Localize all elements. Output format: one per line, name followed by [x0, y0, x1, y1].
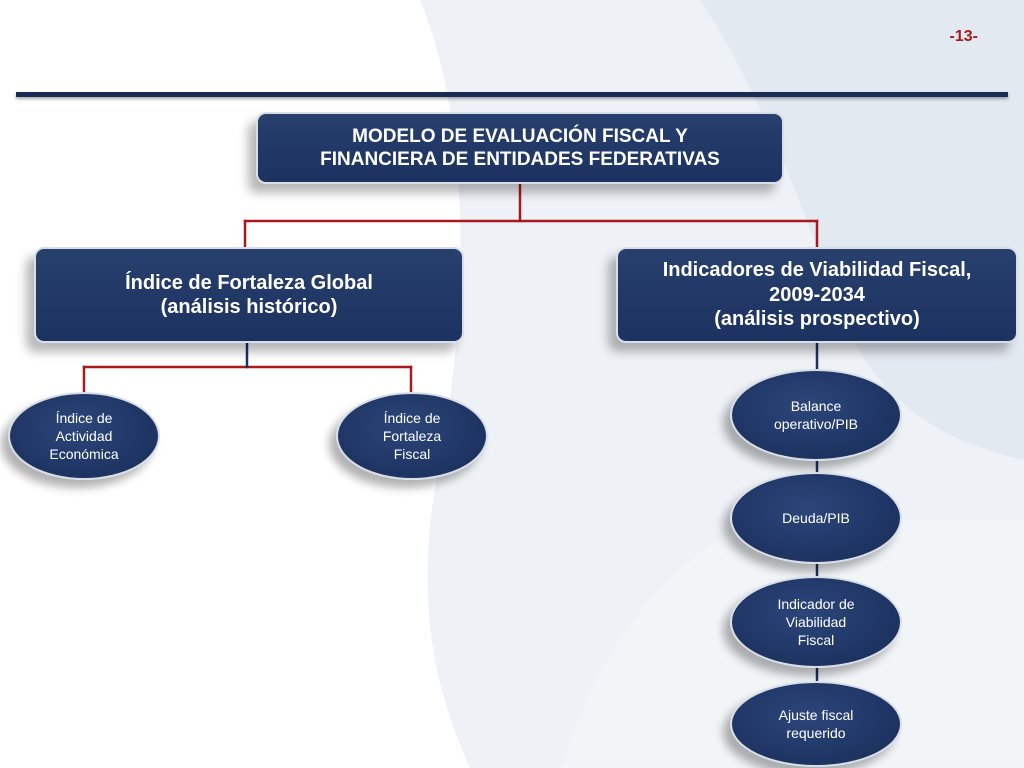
right-branch-line: 2009-2034	[769, 283, 865, 306]
node-line: Viabilidad	[785, 613, 847, 630]
right-branch-line: (análisis prospectivo)	[714, 308, 920, 331]
right-branch-line: Indicadores de Viabilidad Fiscal,	[662, 259, 972, 282]
node-line: operativo/PIB	[773, 416, 859, 432]
node-ajuste-fiscal-requerido: Ajuste fiscal requerido	[730, 681, 902, 767]
node-line: Fiscal	[393, 446, 431, 463]
left-branch-line: (análisis histórico)	[160, 296, 338, 318]
node-indice-actividad-economica: Índice de Actividad Económica	[8, 392, 160, 480]
left-branch-line: Índice de Fortaleza Global	[125, 271, 373, 294]
title-rule	[16, 92, 1008, 97]
node-line: Deuda/PIB	[782, 509, 850, 526]
node-line: Actividad	[55, 427, 113, 444]
node-line: requerido	[786, 725, 846, 741]
node-line: Índice de	[55, 409, 113, 426]
node-line: Fiscal	[797, 632, 835, 649]
node-line: Económica	[49, 446, 119, 463]
node-line: Indicador de	[777, 595, 855, 612]
root-node-line: FINANCIERA DE ENTIDADES FEDERATIVAS	[320, 149, 720, 170]
node-balance-operativo-pib: Balance operativo/PIB	[730, 369, 902, 461]
node-line: Balance	[790, 397, 842, 414]
node-indice-fortaleza-fiscal: Índice de Fortaleza Fiscal	[336, 392, 488, 480]
root-node-line: MODELO DE EVALUACIÓN FISCAL Y	[352, 125, 688, 147]
right-branch-node: Indicadores de Viabilidad Fiscal, 2009-2…	[616, 247, 1018, 343]
node-indicador-viabilidad-fiscal: Indicador de Viabilidad Fiscal	[730, 576, 902, 668]
page-number: -13-	[949, 28, 978, 45]
node-line: Fortaleza	[382, 427, 442, 444]
root-node: MODELO DE EVALUACIÓN FISCAL Y FINANCIERA…	[256, 112, 784, 184]
node-line: Ajuste fiscal	[778, 706, 854, 723]
node-line: Índice de	[383, 409, 441, 426]
node-deuda-pib: Deuda/PIB	[730, 472, 902, 564]
left-branch-node: Índice de Fortaleza Global (análisis his…	[34, 247, 464, 343]
